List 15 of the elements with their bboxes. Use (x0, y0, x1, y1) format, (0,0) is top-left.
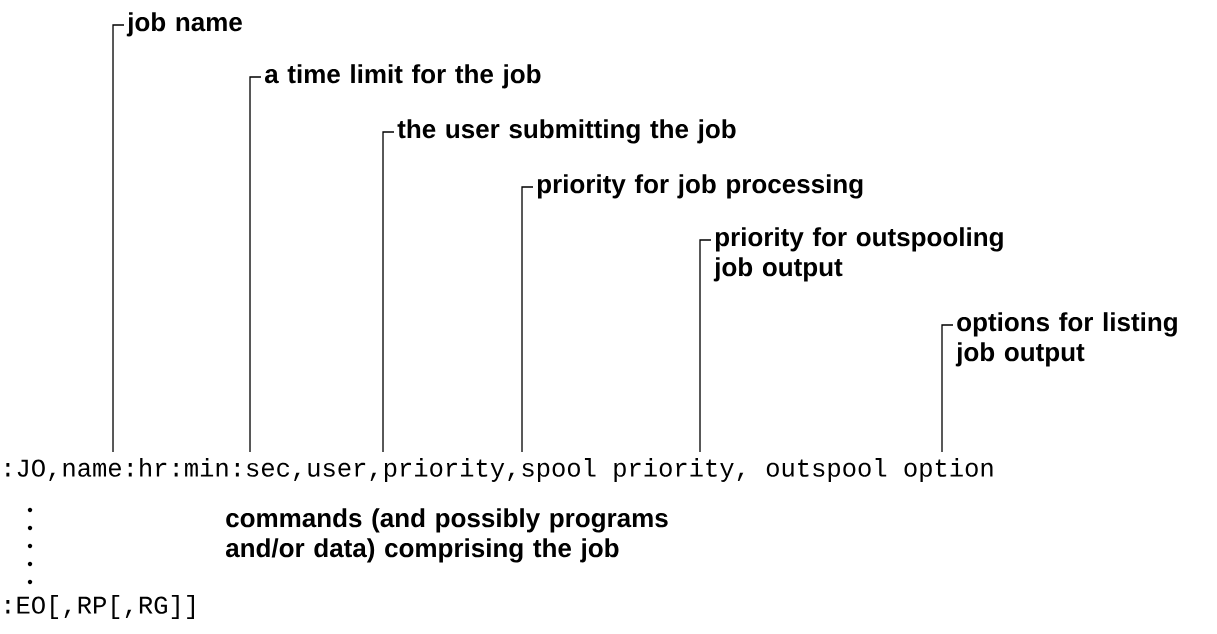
leader-line (112, 24, 125, 453)
leader-line (941, 324, 954, 453)
annotation-text: options for listing job output (955, 312, 1177, 367)
leader-line (249, 76, 262, 453)
leader-line (382, 131, 395, 453)
annotation-text: priority for job processing (537, 174, 863, 199)
leader-line (699, 239, 712, 453)
annotation-text: job name (126, 12, 242, 37)
command-line: :EO[,RP[,RG]] (6, 595, 194, 619)
annotation-text: the user submitting the job (397, 119, 736, 144)
leader-line (521, 186, 534, 453)
annotation-text: a time limit for the job (264, 64, 541, 89)
command-line: :JO,name:hr:min:sec,user,priority,spool priority, outspool option (6, 458, 993, 482)
annotation-text: priority for outspooling job output (713, 227, 1003, 282)
body-text: commands (and possibly programs and/or data) comprising the job (225, 508, 668, 563)
